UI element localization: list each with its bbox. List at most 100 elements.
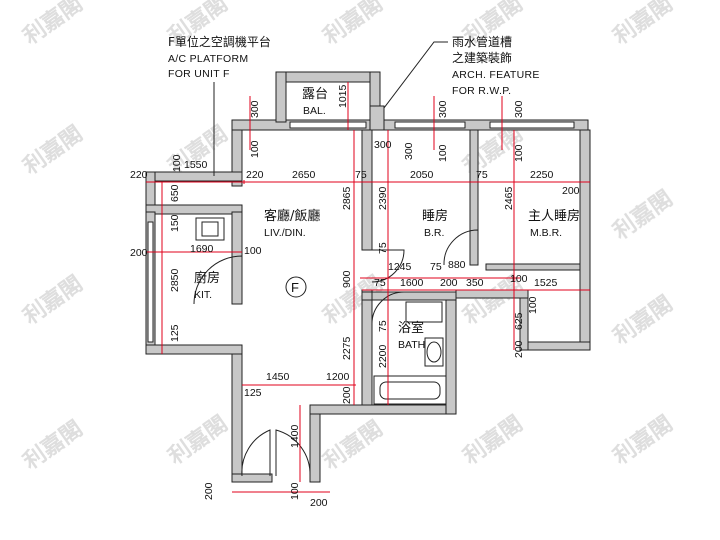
dim-label: 2200	[377, 344, 389, 368]
sink	[195, 217, 225, 241]
watermark: 利嘉閣	[164, 412, 232, 470]
room-kitchen-cn: 廚房	[194, 270, 220, 286]
dim-label: 1550	[184, 159, 208, 171]
watermark: 利嘉閣	[609, 0, 677, 50]
wall-kitchen-bottom	[145, 344, 243, 355]
wall-balcony-left	[275, 71, 287, 123]
dim-label: 1200	[326, 371, 350, 383]
dim-label: 2390	[377, 186, 389, 210]
dim-label: 2465	[503, 186, 515, 210]
wall-entry-left	[231, 353, 243, 483]
wall-ac-top	[145, 171, 243, 182]
dim-label: 75	[355, 169, 367, 181]
dim-label: 100	[244, 245, 262, 257]
room-living-en: LIV./DIN.	[264, 227, 306, 239]
dim-label: 300	[437, 100, 449, 118]
dim-label: 1600	[400, 277, 424, 289]
dim-label: 75	[374, 277, 386, 289]
dim-label: 1525	[534, 277, 558, 289]
dim-label: 200	[341, 386, 353, 404]
dim-label: 2650	[292, 169, 316, 181]
fixtures	[193, 217, 479, 477]
dim-label: 1245	[388, 261, 412, 273]
dim-label: 1015	[337, 84, 349, 108]
dim-label: 900	[341, 270, 353, 288]
dim-label: 75	[476, 169, 488, 181]
dim-label: 880	[448, 259, 466, 271]
dim-label: 150	[169, 214, 181, 232]
watermark: 利嘉閣	[19, 122, 87, 180]
room-bath-cn: 浴室	[398, 320, 424, 336]
dim-label: 200	[130, 247, 148, 259]
dim-label: 125	[244, 387, 262, 399]
rwp-en1: ARCH. FEATURE	[452, 69, 540, 81]
watermark: 利嘉閣	[19, 272, 87, 330]
dim-label: 100	[510, 273, 528, 285]
dim-label: 2275	[341, 336, 353, 360]
room-balcony-cn: 露台	[302, 87, 328, 102]
watermark: 利嘉閣	[609, 412, 677, 470]
watermark: 利嘉閣	[19, 417, 87, 475]
room-labels: 露台 BAL. 客廳/飯廳 LIV./DIN. 睡房 B.R. 主人睡房 M.B…	[194, 87, 580, 351]
room-master-cn: 主人睡房	[528, 208, 580, 224]
dim-label: 1450	[266, 371, 290, 383]
room-bedroom-cn: 睡房	[422, 208, 448, 224]
dim-label: 2850	[169, 268, 181, 292]
dim-label: 300	[513, 100, 525, 118]
dim-label: 100	[437, 144, 449, 162]
door-kitchen	[193, 255, 243, 305]
wall-bath-right	[445, 299, 457, 415]
wall-mbr-bottom	[519, 341, 591, 351]
wall-entry-right	[309, 404, 321, 483]
wall-rwp	[369, 105, 385, 131]
room-master-en: M.B.R.	[530, 227, 562, 239]
rwp-en2: FOR R.W.P.	[452, 85, 511, 97]
unit-label: F	[291, 280, 299, 295]
watermark: 利嘉閣	[609, 187, 677, 245]
ac-platform-cn: F單位之空調機平台	[168, 34, 271, 49]
dim-label: 1690	[190, 243, 214, 255]
wall-mbr-right	[579, 129, 591, 351]
watermark: 利嘉閣	[19, 0, 87, 50]
wall-kitchen-top	[145, 204, 243, 215]
room-balcony-en: BAL.	[303, 105, 326, 117]
wall-bedroom-left	[361, 129, 373, 251]
rwp-cn1: 雨水管道槽	[452, 34, 512, 49]
wall-kitchen-right	[231, 211, 243, 305]
wall-br-mbr	[469, 129, 479, 266]
door-entry	[275, 429, 311, 477]
room-bath-en: BATH	[398, 339, 425, 351]
dim-label: 350	[466, 277, 484, 289]
dim-label: 650	[169, 184, 181, 202]
wall-mbr-inner	[485, 263, 581, 271]
dim-label: 300	[374, 139, 392, 151]
dim-label: 100	[171, 154, 183, 172]
room-bedroom-en: B.R.	[424, 227, 444, 239]
dim-label: 75	[377, 320, 389, 332]
watermark: 利嘉閣	[459, 412, 527, 470]
wall-bath-bay	[455, 289, 529, 299]
rwp-cn2: 之建築裝飾	[452, 50, 512, 65]
dim-label: 300	[403, 142, 415, 160]
dim-label: 625	[513, 312, 525, 330]
dim-label: 200	[310, 497, 328, 509]
dim-label: 300	[249, 100, 261, 118]
watermark: 利嘉閣	[319, 417, 387, 475]
dim-label: 1400	[289, 424, 301, 448]
annotations: F單位之空調機平台 A/C PLATFORM FOR UNIT F 雨水管道槽 …	[168, 34, 540, 176]
dim-label: 2050	[410, 169, 434, 181]
dim-label: 75	[377, 242, 389, 254]
dim-label: 2865	[341, 186, 353, 210]
wall-bath-bottom	[309, 404, 456, 415]
ac-platform-en2: FOR UNIT F	[168, 68, 230, 80]
watermark: 利嘉閣	[609, 292, 677, 350]
leader-rwp	[383, 41, 448, 109]
watermark: 利嘉閣	[319, 0, 387, 50]
dim-label: 220	[130, 169, 148, 181]
dim-label: 100	[289, 482, 301, 500]
wall-bath-top	[361, 291, 457, 301]
dim-label: 75	[430, 261, 442, 273]
dim-label: 200	[440, 277, 458, 289]
basin	[405, 301, 443, 323]
